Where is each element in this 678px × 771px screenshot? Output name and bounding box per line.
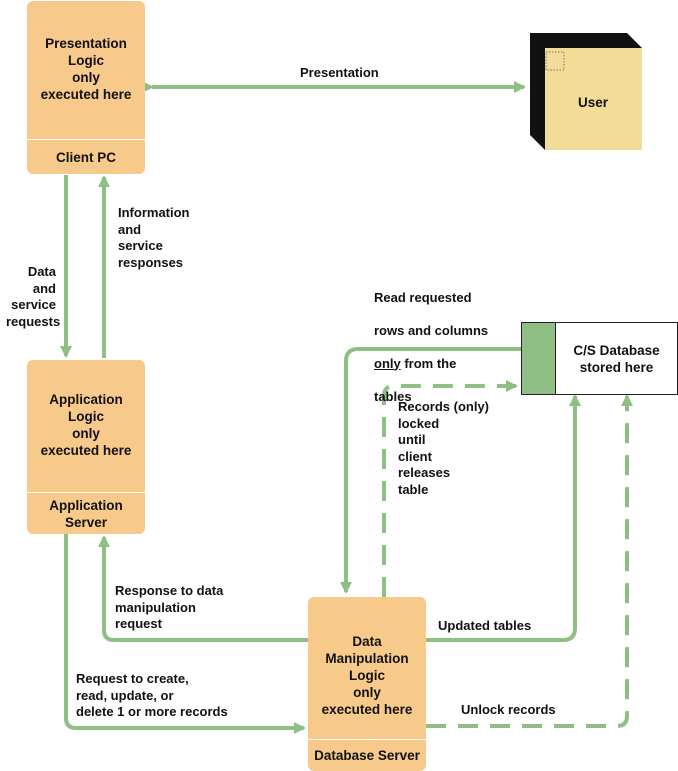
client-pc-logic-text: Presentation Logic only executed here: [40, 35, 132, 102]
edge-unlock-records: [426, 394, 633, 728]
label-read-rows-line2: rows and columns: [374, 322, 489, 338]
application-server-divider: [27, 492, 145, 493]
label-response: Response to data manipulation request: [115, 583, 224, 631]
edge-records-locked: [382, 380, 518, 597]
database-server-divider: [308, 739, 426, 740]
edge-response: [98, 535, 308, 642]
label-read-rows-line3: only from the: [374, 356, 488, 373]
client-pc-label: Client PC: [55, 149, 116, 165]
cs-database: C/S Database stored here: [521, 322, 678, 395]
client-pc-node: Presentation Logic only executed here Cl…: [27, 1, 145, 174]
label-read-rows-only: only: [374, 355, 401, 371]
database-label: C/S Database stored here: [573, 342, 660, 375]
database-tab: [522, 323, 556, 394]
edge-request-create: [64, 534, 306, 734]
label-read-rows-from: from the: [400, 355, 457, 371]
label-unlock-records: Unlock records: [461, 702, 556, 717]
label-updated-tables: Updated tables: [438, 618, 532, 633]
label-information: Information and service responses: [118, 205, 190, 270]
label-read-rows: Read requested rows and columns only fro…: [374, 273, 488, 422]
database-server-node: Data Manipulation Logic only executed he…: [308, 597, 426, 771]
edge-read-rows: [340, 347, 521, 594]
label-read-rows-line4: tables: [374, 388, 412, 404]
application-logic-text: Application Logic only executed here: [40, 392, 132, 458]
client-pc-divider: [27, 139, 145, 140]
label-data-requests: Data and service requests: [6, 264, 61, 329]
label-records-locked: Records (only) locked until client relea…: [398, 399, 490, 497]
label-presentation: Presentation: [300, 65, 379, 80]
database-server-label: Database Server: [314, 748, 420, 763]
application-server-label: Application Server: [49, 497, 123, 530]
application-server-node: Application Logic only executed here App…: [27, 360, 145, 534]
label-read-rows-line1: Read requested: [374, 289, 472, 305]
label-request-create: Request to create, read, update, or dele…: [76, 671, 228, 719]
user-label: User: [578, 95, 609, 110]
data-manipulation-logic-text: Data Manipulation Logic only executed he…: [321, 633, 413, 717]
edge-updated-tables: [426, 394, 581, 642]
user-box: [530, 33, 642, 150]
